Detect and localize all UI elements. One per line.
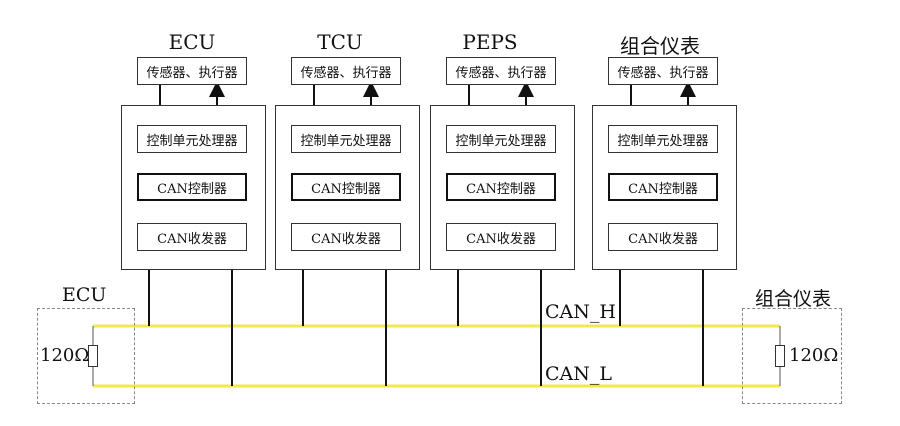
can-controller-box: CAN控制器 [608, 173, 718, 201]
right-resistance-label: 120Ω [789, 345, 839, 366]
can-transceiver-box: CAN收发器 [446, 223, 556, 251]
can-h-label: CAN_H [545, 301, 616, 323]
left-terminator-box [37, 308, 135, 404]
can-transceiver-box: CAN收发器 [608, 223, 718, 251]
sensor-actuator-box: 传感器、执行器 [608, 57, 718, 85]
left-resistance-label: 120Ω [40, 345, 90, 366]
control-unit-box: 控制单元处理器 [446, 125, 556, 153]
can-controller-box: CAN控制器 [291, 173, 401, 201]
control-unit-box: 控制单元处理器 [608, 125, 718, 153]
right-terminator-box [742, 308, 842, 404]
left-terminator-title: ECU [62, 284, 107, 306]
can-transceiver-box: CAN收发器 [291, 223, 401, 251]
can-controller-box: CAN控制器 [137, 173, 247, 201]
sensor-actuator-box: 传感器、执行器 [137, 57, 247, 85]
sensor-actuator-box: 传感器、执行器 [291, 57, 401, 85]
left-resistor-icon [88, 345, 98, 367]
ecu-title: ECU [168, 30, 216, 54]
can-transceiver-box: CAN收发器 [137, 223, 247, 251]
cluster-title: 组合仪表 [620, 34, 700, 58]
can-controller-box: CAN控制器 [446, 173, 556, 201]
control-unit-box: 控制单元处理器 [291, 125, 401, 153]
control-unit-box: 控制单元处理器 [137, 125, 247, 153]
peps-title: PEPS [462, 30, 518, 54]
can-l-label: CAN_L [545, 363, 613, 385]
right-resistor-icon [775, 345, 785, 367]
tcu-title: TCU [317, 30, 363, 54]
right-terminator-title: 组合仪表 [755, 288, 832, 310]
sensor-actuator-box: 传感器、执行器 [446, 57, 556, 85]
